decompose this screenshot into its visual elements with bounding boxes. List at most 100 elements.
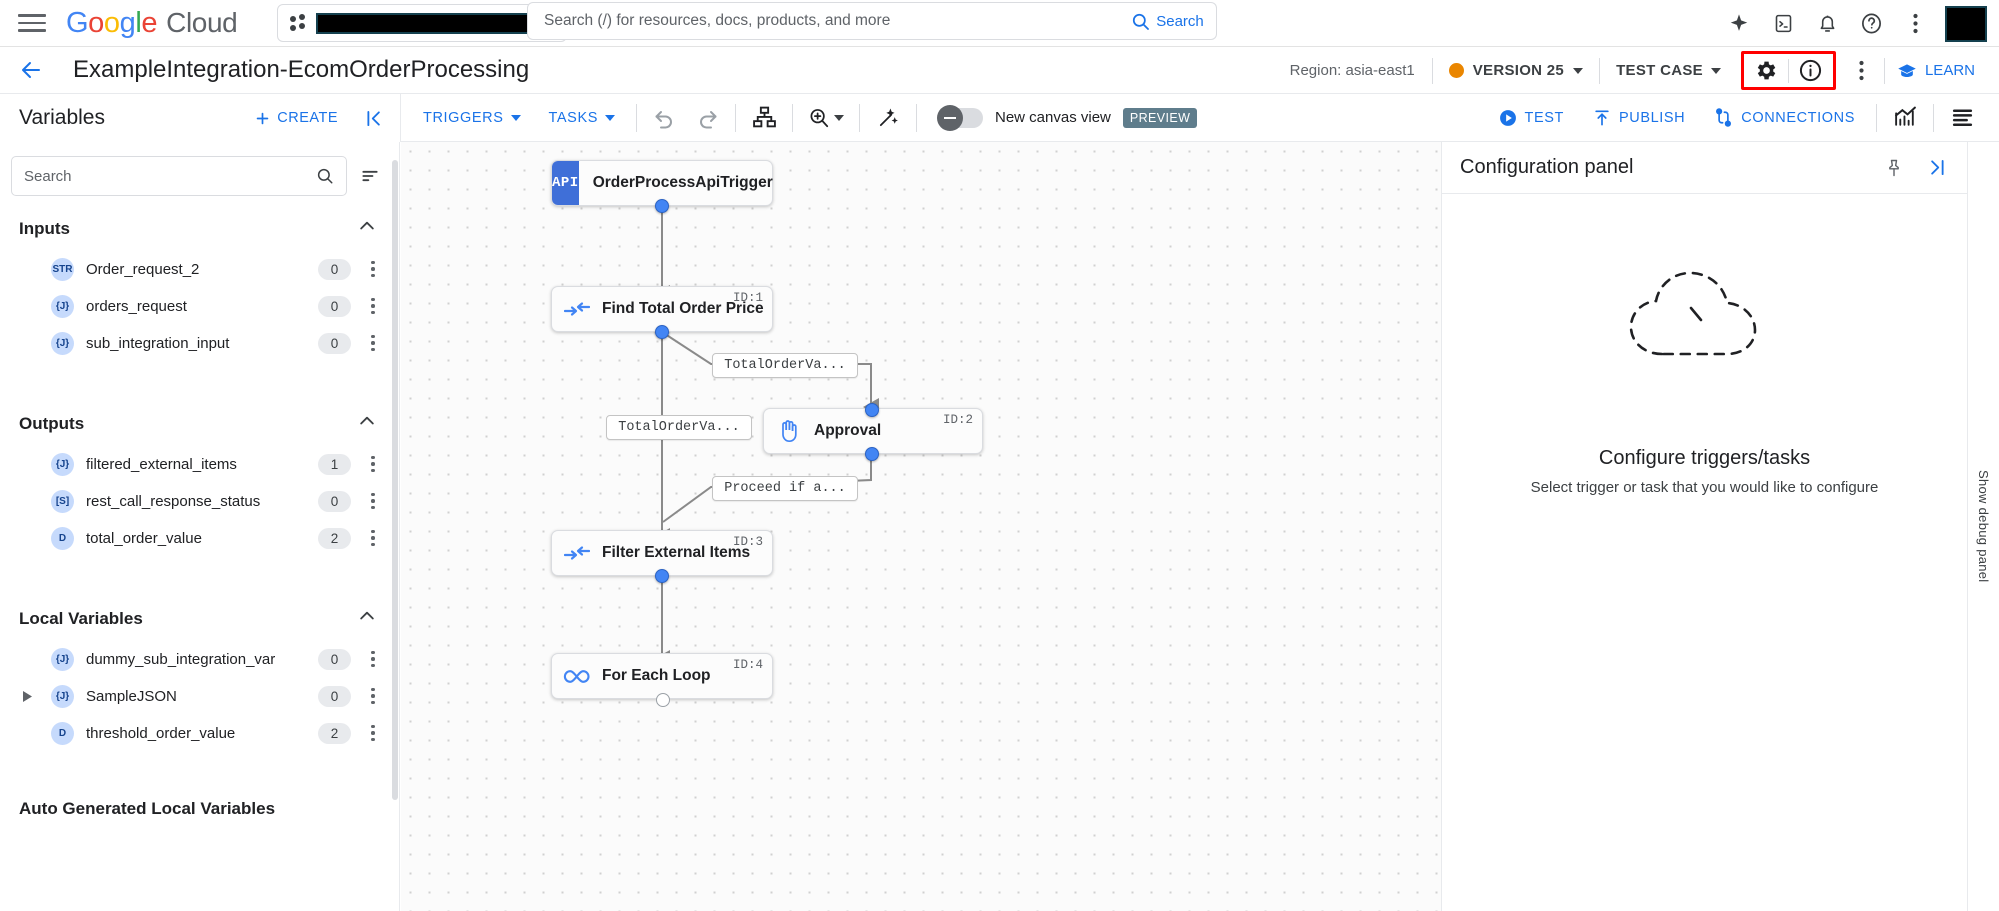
variable-name: filtered_external_items: [86, 455, 237, 473]
show-debug-panel-label[interactable]: Show debug panel: [1976, 470, 1991, 583]
node-id: ID:1: [732, 291, 763, 305]
integration-canvas[interactable]: API OrderProcessApiTrigger Find Total Or…: [401, 142, 1441, 911]
search-icon: [317, 168, 333, 184]
collapse-left-icon[interactable]: [354, 98, 394, 138]
publish-button[interactable]: PUBLISH: [1578, 100, 1699, 136]
variable-row[interactable]: D total_order_value 2: [0, 524, 399, 552]
chevron-down-icon: [834, 114, 844, 121]
row-more-icon[interactable]: [361, 260, 385, 278]
plus-icon: [256, 112, 269, 124]
logs-list-icon[interactable]: [1941, 99, 1983, 137]
row-more-icon[interactable]: [361, 297, 385, 315]
undo-icon[interactable]: [644, 99, 686, 137]
preview-badge: PREVIEW: [1122, 107, 1198, 128]
node-loop-connector[interactable]: [656, 693, 670, 707]
usage-count: 1: [318, 453, 351, 475]
learn-button[interactable]: LEARN: [1885, 61, 1993, 81]
row-expander-icon[interactable]: [19, 690, 35, 702]
node-label: Filter External Items: [602, 544, 751, 561]
section-header-local-variables[interactable]: Local Variables: [0, 596, 399, 639]
global-search-field[interactable]: [527, 2, 1120, 40]
node-output-connector[interactable]: [655, 569, 669, 583]
type-badge: [S]: [51, 489, 74, 513]
magic-wand-icon[interactable]: [867, 99, 909, 137]
flow-node-task-1[interactable]: Find Total Order Price ID:1: [551, 286, 773, 332]
section-header-auto-generated[interactable]: Auto Generated Local Variables: [0, 789, 399, 827]
title-more-vertical-icon[interactable]: [1840, 53, 1884, 89]
variables-search-field[interactable]: [11, 156, 347, 196]
infinity-loop-icon: [552, 668, 602, 685]
search-input[interactable]: [544, 12, 1119, 30]
variable-row[interactable]: {J} orders_request 0: [0, 292, 399, 320]
triggers-menu[interactable]: TRIGGERS: [409, 100, 535, 136]
filter-list-icon[interactable]: [357, 163, 383, 189]
row-more-icon[interactable]: [361, 529, 385, 547]
row-more-icon[interactable]: [361, 687, 385, 705]
variable-name: rest_call_response_status: [86, 492, 261, 510]
section-header-inputs[interactable]: Inputs: [0, 206, 399, 249]
version-status-dot: [1448, 63, 1464, 78]
row-more-icon[interactable]: [361, 650, 385, 668]
connections-icon: [1716, 108, 1732, 127]
search-button-label: Search: [1156, 12, 1204, 30]
new-canvas-view-toggle[interactable]: [937, 104, 983, 131]
connections-button[interactable]: CONNECTIONS: [1699, 100, 1869, 136]
test-button[interactable]: TEST: [1484, 100, 1578, 136]
notifications-bell-icon[interactable]: [1807, 4, 1847, 44]
test-case-selector[interactable]: TEST CASE: [1600, 54, 1737, 88]
project-selector[interactable]: [277, 4, 568, 42]
usage-count: 0: [318, 648, 351, 670]
graduation-cap-icon: [1898, 63, 1916, 77]
row-more-icon[interactable]: [361, 455, 385, 473]
type-badge: STR: [51, 257, 74, 281]
tasks-menu[interactable]: TASKS: [535, 100, 629, 136]
header-more-vertical-icon[interactable]: [1895, 4, 1935, 44]
flow-node-task-3[interactable]: Filter External Items ID:3: [551, 530, 773, 576]
redo-icon[interactable]: [686, 99, 728, 137]
gear-icon[interactable]: [1744, 53, 1788, 89]
help-question-icon[interactable]: [1851, 4, 1891, 44]
analytics-chart-icon[interactable]: [1884, 99, 1926, 137]
version-selector[interactable]: VERSION 25: [1433, 54, 1599, 88]
hamburger-menu-icon[interactable]: [18, 9, 46, 37]
expand-right-icon[interactable]: [1919, 151, 1953, 185]
node-output-connector[interactable]: [655, 199, 669, 213]
row-more-icon[interactable]: [361, 724, 385, 742]
type-badge: D: [51, 721, 74, 745]
search-button[interactable]: Search: [1119, 2, 1217, 40]
create-variable-button[interactable]: CREATE: [254, 110, 338, 127]
pin-icon[interactable]: [1877, 151, 1911, 185]
gemini-spark-icon[interactable]: [1719, 4, 1759, 44]
flow-node-task-4[interactable]: For Each Loop ID:4: [551, 653, 773, 699]
avatar[interactable]: [1945, 5, 1987, 42]
chevron-down-icon: [1573, 67, 1584, 74]
info-circle-icon[interactable]: [1789, 53, 1833, 89]
zoom-in-icon[interactable]: [800, 99, 852, 137]
variable-row[interactable]: [S] rest_call_response_status 0: [0, 487, 399, 515]
flow-node-trigger[interactable]: API OrderProcessApiTrigger: [551, 160, 773, 206]
configuration-panel: Configuration panel: [1441, 142, 1967, 911]
section-header-outputs[interactable]: Outputs: [0, 401, 399, 444]
node-input-connector[interactable]: [865, 403, 879, 417]
cloud-shell-icon[interactable]: [1763, 4, 1803, 44]
variable-row[interactable]: {J} filtered_external_items 1: [0, 450, 399, 478]
variable-row[interactable]: D threshold_order_value 2: [0, 719, 399, 747]
auto-layout-icon[interactable]: [743, 99, 785, 137]
variables-search-input[interactable]: [24, 167, 316, 185]
highlight-annotation-box: [1740, 51, 1836, 90]
variable-row[interactable]: {J} dummy_sub_integration_var 0: [0, 645, 399, 673]
node-output-connector[interactable]: [655, 325, 669, 339]
row-more-icon[interactable]: [361, 334, 385, 352]
variable-row[interactable]: {J} SampleJSON 0: [0, 682, 399, 710]
edge-label[interactable]: Proceed if a...: [712, 476, 858, 501]
node-output-connector[interactable]: [865, 447, 879, 461]
edge-label[interactable]: TotalOrderVa...: [606, 415, 752, 440]
back-arrow-icon[interactable]: [14, 53, 48, 87]
variable-row[interactable]: {J} sub_integration_input 0: [0, 329, 399, 357]
variable-row[interactable]: STR Order_request_2 0: [0, 255, 399, 283]
variables-scrollbar[interactable]: [392, 160, 398, 800]
row-more-icon[interactable]: [361, 492, 385, 510]
edge-label[interactable]: TotalOrderVa...: [712, 353, 858, 378]
debug-panel-rail[interactable]: Show debug panel: [1967, 142, 1999, 911]
flow-edges: [654, 206, 879, 668]
